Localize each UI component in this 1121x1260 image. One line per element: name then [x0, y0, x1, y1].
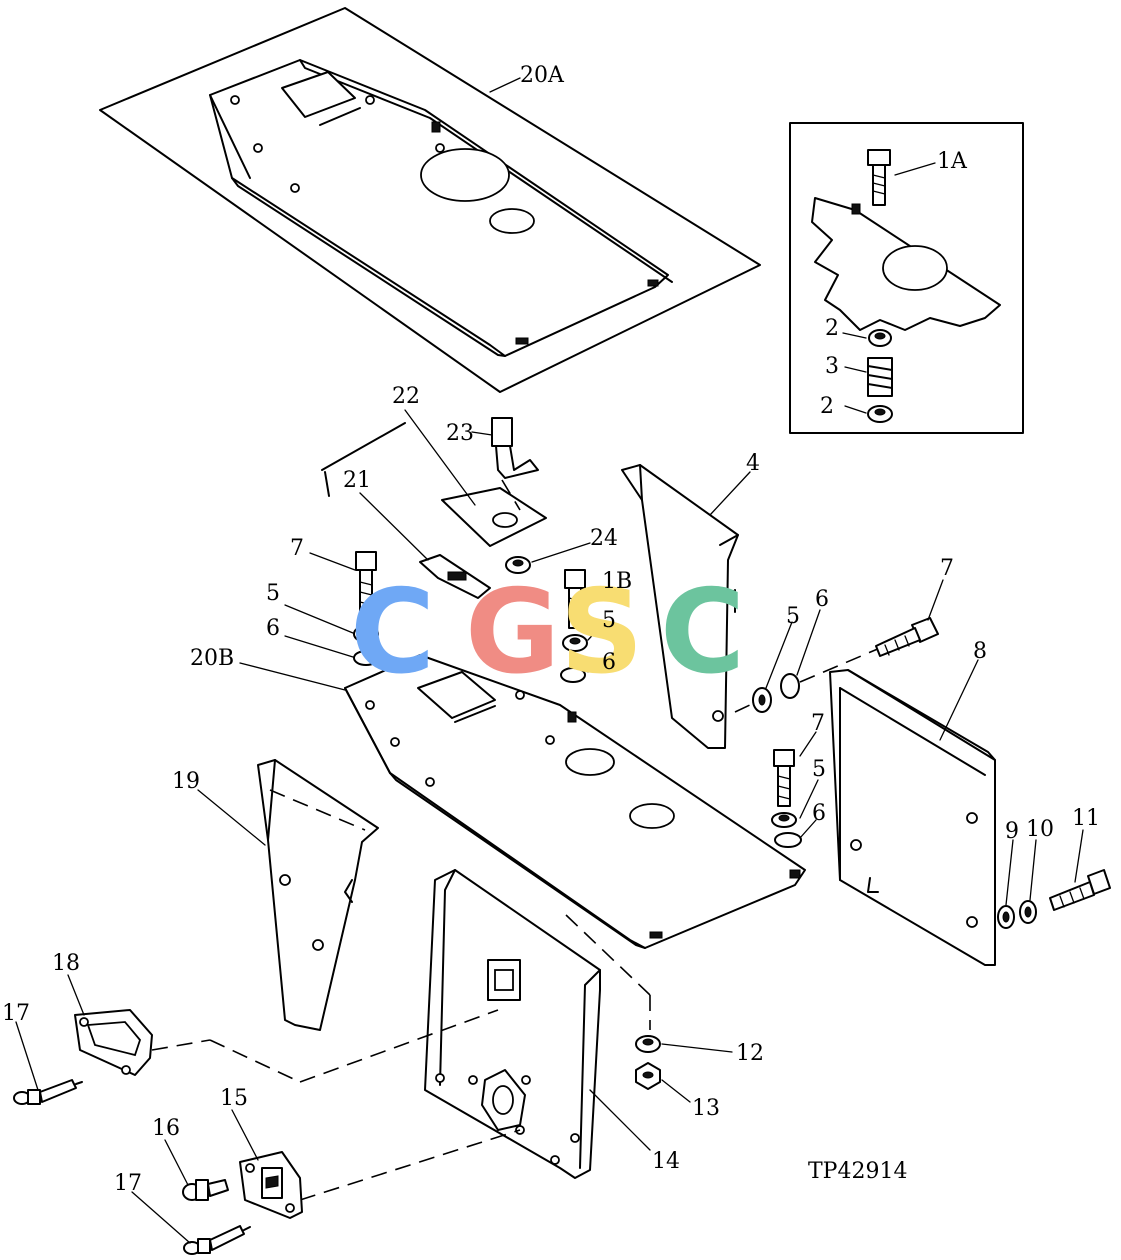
callout-9: 9 — [1005, 819, 1019, 844]
screw-16 — [182, 1179, 229, 1201]
callout-7-lower: 7 — [811, 711, 825, 736]
background-sheet-20a — [99, 7, 761, 393]
callout-17-lower: 17 — [114, 1171, 142, 1196]
callout-4: 4 — [746, 451, 760, 476]
callout-5-right: 5 — [786, 604, 800, 629]
callout-5-mid: 5 — [602, 608, 616, 633]
callout-1a: 1A — [937, 149, 968, 174]
plate-14 — [299, 869, 601, 1201]
callout-14: 14 — [652, 1149, 680, 1174]
bolt-stack-1b — [560, 569, 588, 683]
pin-17-upper — [13, 1079, 83, 1105]
side-plate-19 — [257, 759, 379, 1031]
figure-code: TP42914 — [808, 1159, 907, 1184]
watermark-letter-3: S — [560, 565, 644, 700]
bolt-stack-left — [353, 551, 379, 666]
callout-6-mid: 6 — [602, 650, 616, 675]
panel-8 — [829, 669, 996, 966]
callout-6-left: 6 — [266, 616, 280, 641]
callout-21: 21 — [343, 468, 371, 493]
callout-3: 3 — [825, 354, 839, 379]
latch-assembly — [321, 417, 547, 599]
leader-lines — [15, 77, 1084, 1244]
watermark: C G S C — [350, 565, 745, 700]
callout-12: 12 — [736, 1041, 764, 1066]
callout-6-lower: 6 — [812, 801, 826, 826]
callout-18: 18 — [52, 951, 80, 976]
callout-17-upper: 17 — [2, 1001, 30, 1026]
callout-7-right: 7 — [940, 556, 954, 581]
callout-labels: 20A 1A 2 3 2 22 23 21 24 4 7 5 6 20B 1B … — [2, 63, 1100, 1196]
bracket-4 — [621, 464, 739, 749]
callout-24: 24 — [590, 526, 618, 551]
watermark-letter-4: C — [660, 565, 745, 700]
callout-11: 11 — [1072, 806, 1100, 831]
watermark-letter-2: G — [465, 565, 560, 700]
detail-inset — [789, 122, 1024, 434]
callout-6-right: 6 — [815, 587, 829, 612]
callout-5-left: 5 — [266, 581, 280, 606]
bolt-stack-right — [734, 617, 939, 713]
callout-20a: 20A — [520, 63, 565, 88]
callout-7-left: 7 — [290, 536, 304, 561]
callout-2-bottom: 2 — [820, 394, 834, 419]
watermark-letter-1: C — [350, 565, 435, 700]
callout-22: 22 — [392, 384, 420, 409]
callout-13: 13 — [692, 1096, 720, 1121]
callout-10: 10 — [1026, 817, 1054, 842]
callout-2-top: 2 — [825, 316, 839, 341]
panel-20b — [344, 654, 806, 1030]
washer-12-nut-13 — [635, 1035, 661, 1090]
callout-20b: 20B — [190, 646, 234, 671]
callout-8: 8 — [973, 639, 987, 664]
panel-20a — [209, 59, 673, 357]
callout-15: 15 — [220, 1086, 248, 1111]
callout-16: 16 — [152, 1116, 180, 1141]
callout-19: 19 — [172, 769, 200, 794]
latch-15 — [239, 1151, 303, 1219]
callout-1b: 1B — [602, 569, 632, 594]
callout-5-lower: 5 — [812, 757, 826, 782]
callout-23: 23 — [446, 421, 474, 446]
bolt-stack-9-10-11 — [997, 869, 1111, 929]
pin-17-lower — [183, 1225, 251, 1255]
latch-18 — [74, 1009, 301, 1083]
bolt-stack-lower — [771, 749, 802, 848]
